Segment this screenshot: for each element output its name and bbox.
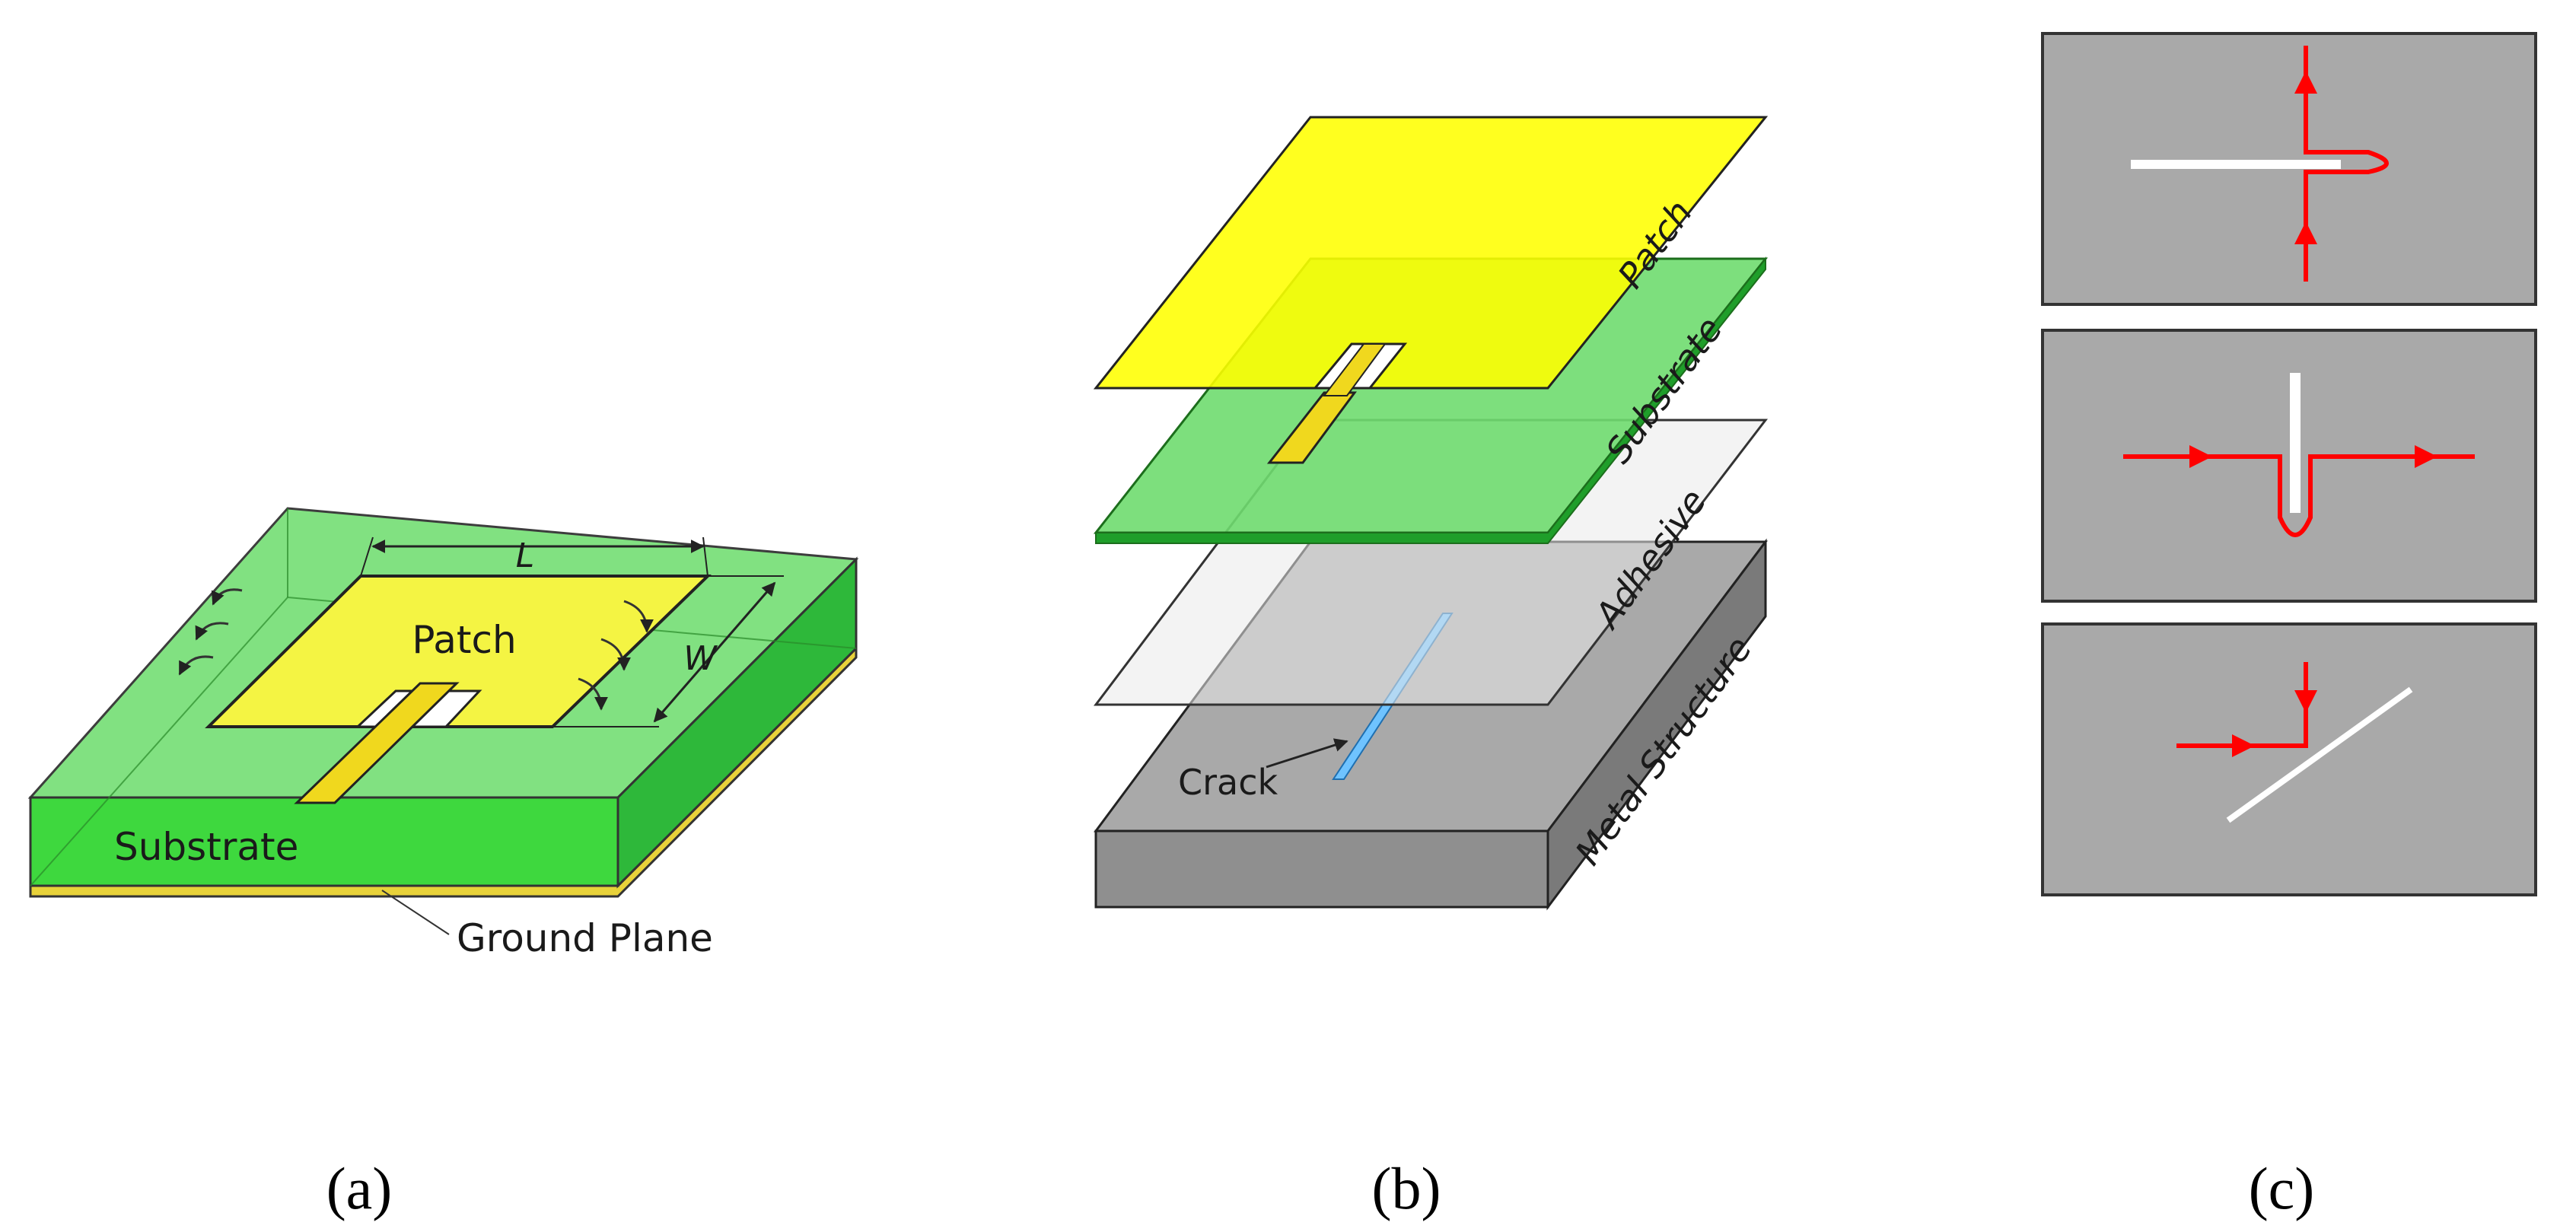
substrate-feed-line <box>1266 391 1357 464</box>
ground-plane-leader <box>381 890 450 935</box>
dimension-l-label: L <box>516 536 535 575</box>
crack-leader <box>1266 738 1348 769</box>
caption-b: (b) <box>1372 1155 1441 1221</box>
panel-b: Patch Substrate Adhesive Metal Structure… <box>1093 116 1769 911</box>
caption-a: (a) <box>326 1155 393 1221</box>
metal-structure-front <box>1094 829 1549 909</box>
metal-structure-side <box>1546 538 1767 911</box>
current-box-vertical-crack <box>2041 329 2537 603</box>
patch-feed-line <box>1322 343 1387 396</box>
patch-label: Patch <box>412 618 516 662</box>
current-path-horizontal <box>2304 46 2389 282</box>
feed-line <box>294 682 460 804</box>
dimension-w-line <box>653 581 776 723</box>
dimension-w-label: W <box>683 639 718 678</box>
patch-layer <box>1093 116 1769 390</box>
fringing-field-arcs <box>178 588 654 711</box>
substrate-label: Substrate <box>114 825 298 869</box>
panel-c <box>2041 32 2537 896</box>
crack-label: Crack <box>1178 762 1278 803</box>
crack-diagonal <box>2226 686 2413 823</box>
caption-c: (c) <box>2249 1155 2315 1221</box>
current-path-vertical <box>2123 454 2475 537</box>
current-box-diagonal-crack <box>2041 622 2537 896</box>
substrate-layer-edge <box>1095 256 1766 544</box>
ground-plane-label: Ground Plane <box>457 916 713 960</box>
panel-a: L W Patch Substrate Ground Plane <box>27 507 859 960</box>
